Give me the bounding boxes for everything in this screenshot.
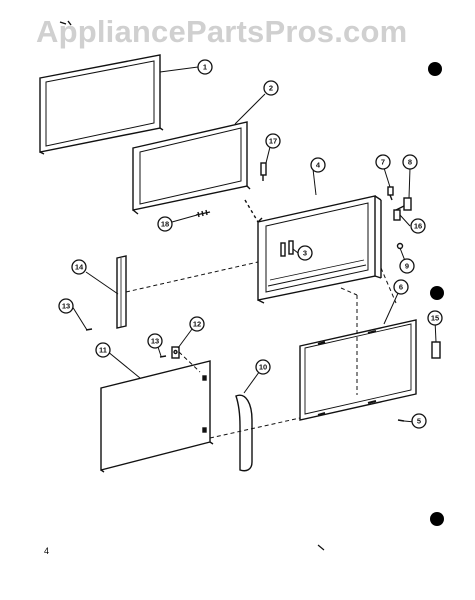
svg-text:15: 15 (431, 314, 439, 323)
part-8-bracket (395, 197, 412, 211)
svg-text:10: 10 (259, 363, 267, 372)
part-12-hinge (171, 346, 180, 359)
svg-text:9: 9 (405, 262, 409, 271)
svg-text:14: 14 (75, 263, 84, 272)
callout-5: 5 (411, 413, 427, 429)
part-14-strip (116, 255, 127, 329)
punch-hole-bottom (430, 512, 444, 526)
svg-text:6: 6 (399, 283, 403, 292)
callout-leaders (71, 66, 437, 423)
svg-text:13: 13 (62, 302, 70, 311)
callout-6: 6 (393, 279, 409, 295)
svg-text:7: 7 (381, 158, 385, 167)
part-17-pin (260, 162, 267, 181)
part-1-frame (39, 54, 164, 155)
part-6-lower-frame (299, 319, 417, 421)
part-5-screw (397, 419, 405, 422)
svg-text:12: 12 (193, 320, 201, 329)
callout-9: 9 (399, 258, 415, 274)
part-7-clip (387, 186, 394, 201)
callout-10: 10 (255, 359, 271, 375)
callout-17: 17 (265, 133, 281, 149)
svg-text:8: 8 (408, 158, 412, 167)
watermark: AppliancePartsPros.com (36, 14, 408, 49)
part-13-screw-mid (159, 355, 167, 358)
page-number: 4 (44, 546, 50, 556)
part-10-handle (235, 394, 253, 472)
callout-12: 12 (189, 316, 205, 332)
part-9-washer (396, 242, 404, 250)
callout-13: 13 (58, 298, 74, 314)
callout-18: 18 (157, 216, 173, 232)
callout-14: 14 (71, 259, 87, 275)
part-18-screw (195, 209, 211, 218)
svg-text:2: 2 (269, 84, 273, 93)
punch-hole-top (428, 62, 442, 76)
svg-text:5: 5 (417, 417, 421, 426)
svg-text:18: 18 (161, 220, 169, 229)
callout-2: 2 (263, 80, 279, 96)
callout-7: 7 (375, 154, 391, 170)
callout-8: 8 (402, 154, 418, 170)
callout-1: 1 (197, 59, 213, 75)
part-3-blocks (280, 240, 294, 257)
svg-text:4: 4 (316, 161, 321, 170)
part-4-cabinet-frame (244, 195, 382, 304)
svg-text:11: 11 (99, 346, 107, 355)
part-15-block (431, 341, 441, 359)
svg-text:16: 16 (414, 222, 422, 231)
svg-text:17: 17 (269, 137, 277, 146)
callout-13: 13 (147, 333, 163, 349)
svg-text:13: 13 (151, 337, 159, 346)
svg-text:3: 3 (303, 249, 307, 258)
callout-15: 15 (427, 310, 443, 326)
callout-4: 4 (310, 157, 326, 173)
punch-hole-middle (430, 286, 444, 300)
callout-3: 3 (297, 245, 313, 261)
svg-text:1: 1 (203, 63, 207, 72)
callout-11: 11 (95, 342, 111, 358)
callout-16: 16 (410, 218, 426, 234)
part-11-door-panel (100, 360, 214, 473)
part-16-latch (393, 209, 401, 221)
corner-mark (59, 20, 72, 26)
alignment-lines (125, 261, 397, 439)
part-2-trim (132, 121, 251, 215)
